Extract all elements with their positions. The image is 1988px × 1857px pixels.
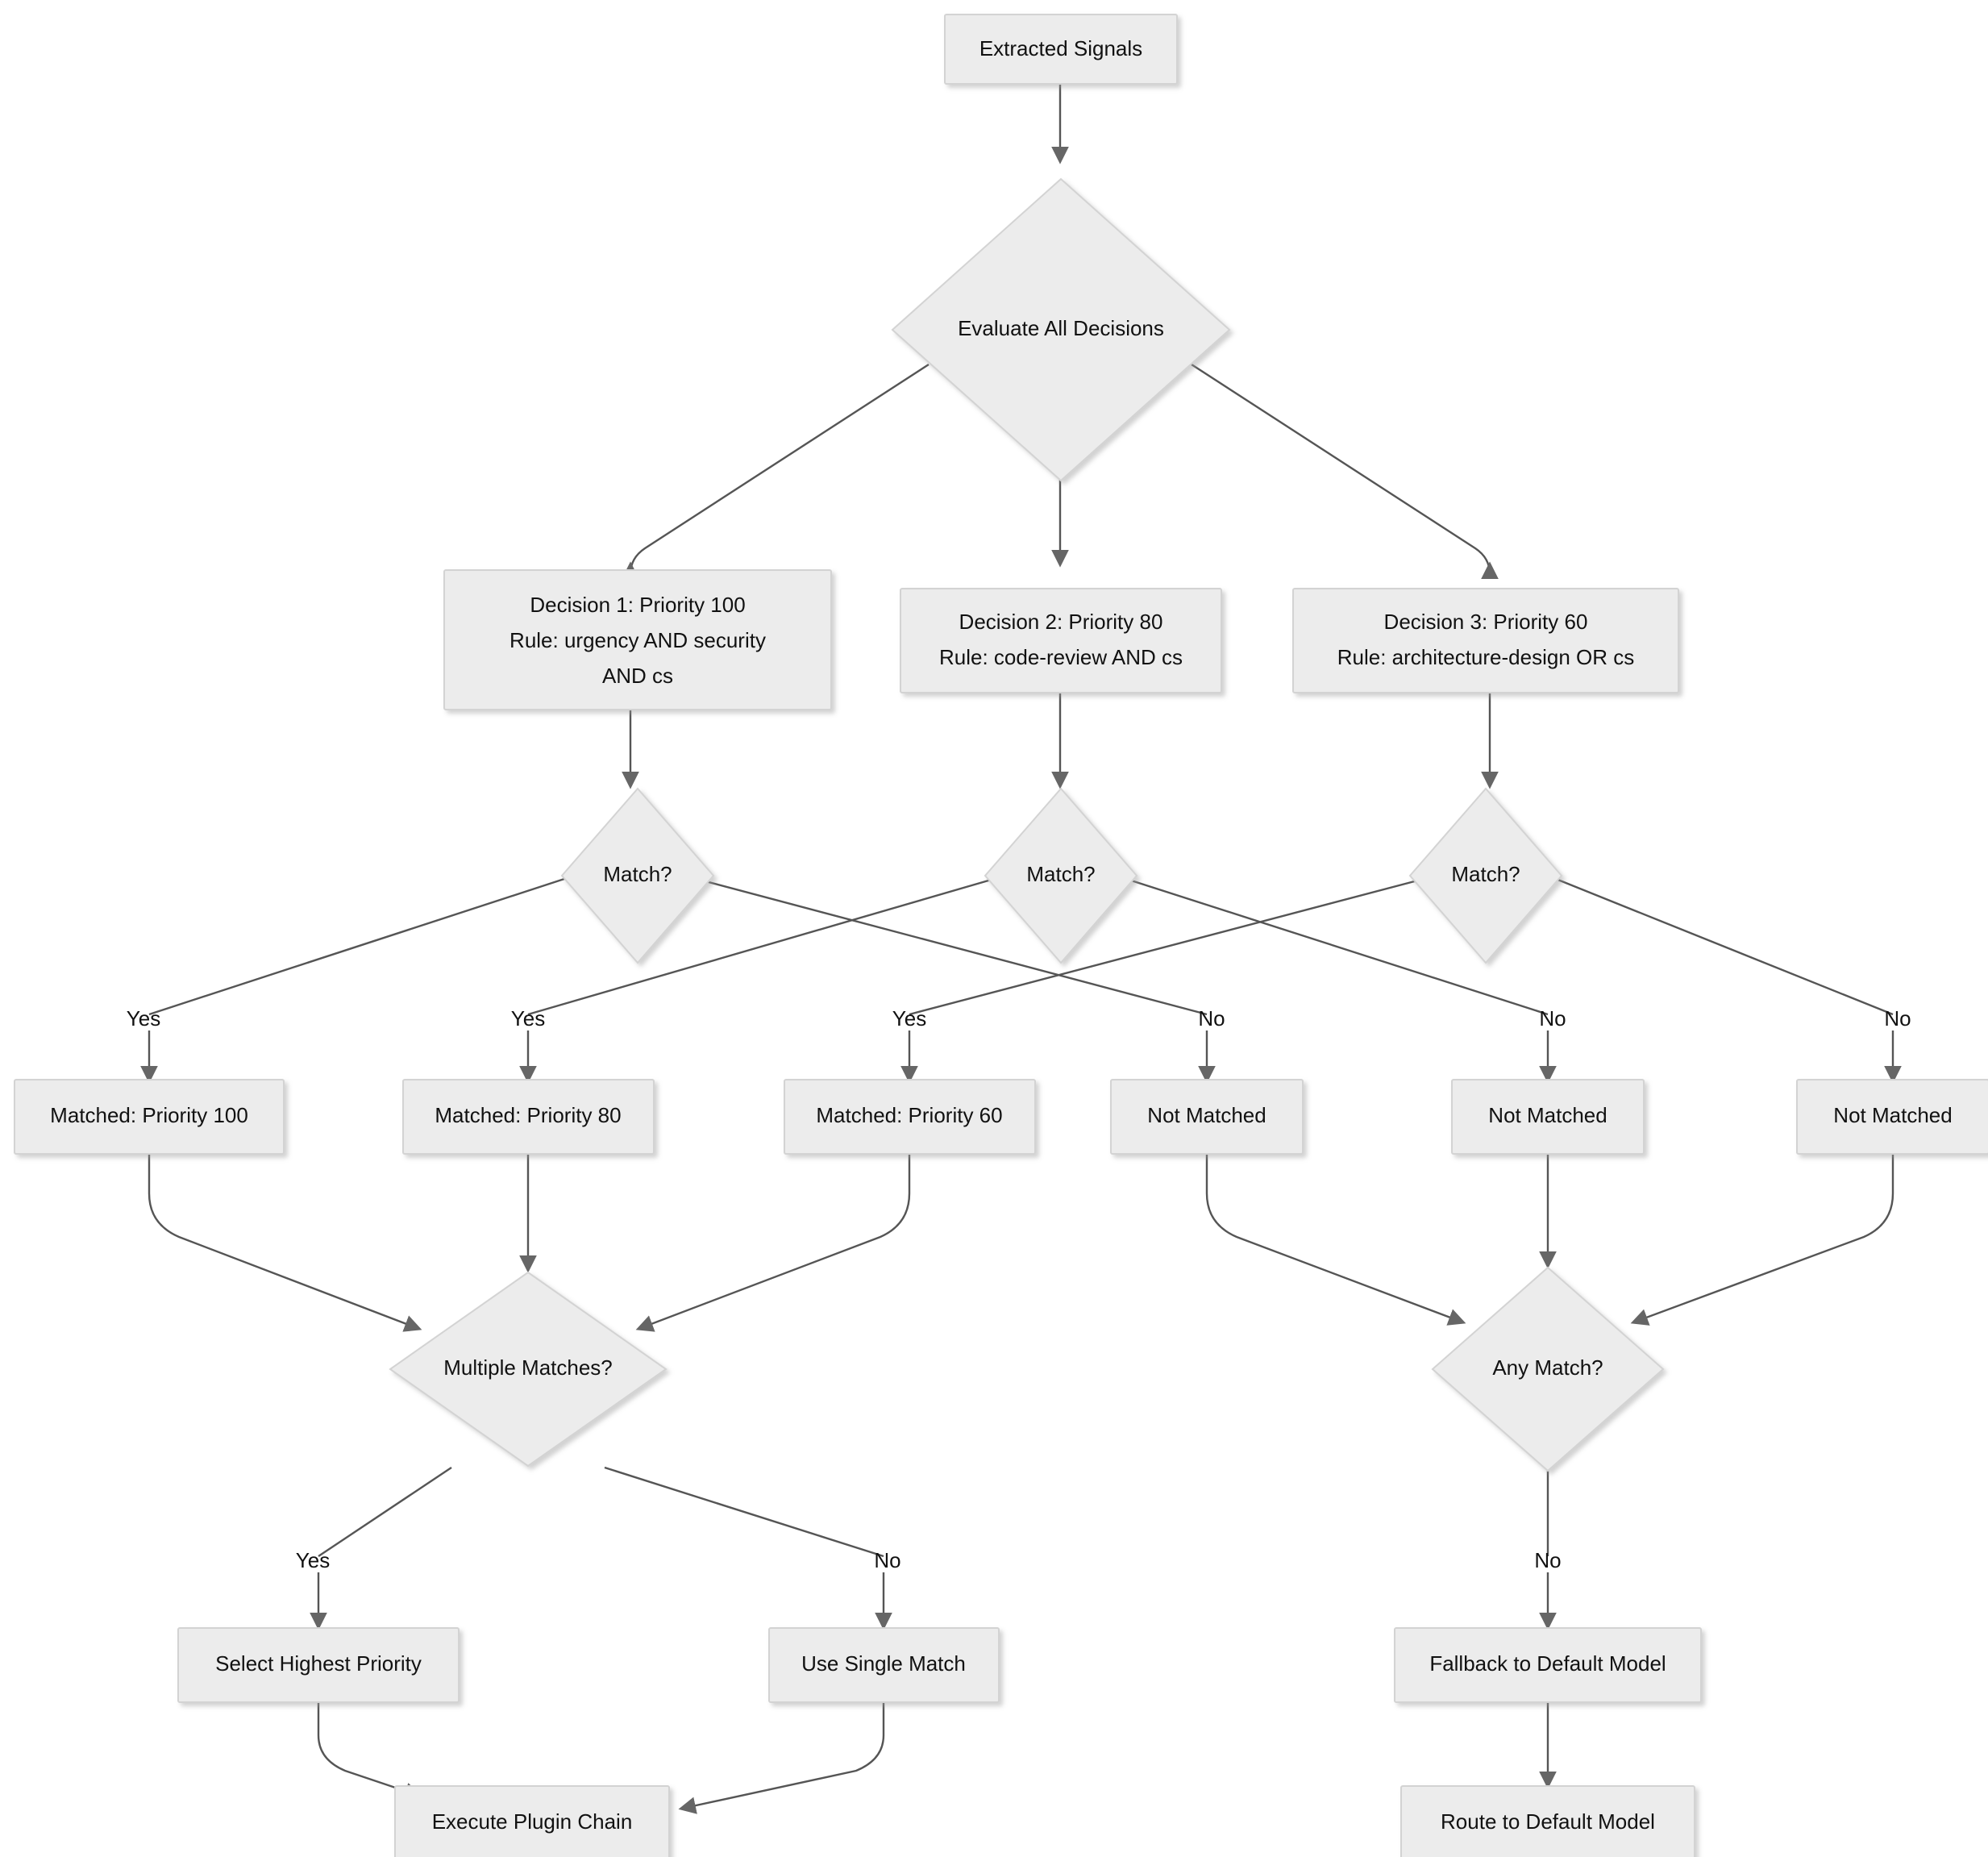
node-matched-priority-80[interactable]: Matched: Priority 80 (402, 1079, 655, 1155)
node-decision-1-line-3: AND cs (602, 664, 673, 688)
node-matched-priority-100-label: Matched: Priority 100 (50, 1103, 248, 1127)
node-match-3[interactable]: Match? (1408, 787, 1563, 964)
edge-notmatched1-to-anymatch (1205, 1153, 1466, 1326)
node-multiple-matches-label: Multiple Matches? (443, 1355, 613, 1380)
node-any-match-label: Any Match? (1492, 1355, 1603, 1380)
node-not-matched-1-label: Not Matched (1147, 1103, 1266, 1127)
node-not-matched-2[interactable]: Not Matched (1451, 1079, 1645, 1155)
edge-label-multiple-no: No (874, 1548, 900, 1572)
node-multiple-matches[interactable]: Multiple Matches? (389, 1271, 668, 1468)
edge-label-match1-no: No (1198, 1006, 1225, 1031)
node-match-2-label: Match? (1026, 862, 1095, 886)
edge-usesingle-to-execute (678, 1701, 885, 1814)
edge-notmatched3-to-anymatch (1630, 1153, 1894, 1326)
edge-evaluate-to-decision3 (1191, 363, 1499, 579)
node-decision-3-line-2: Rule: architecture-design OR cs (1337, 645, 1634, 669)
node-not-matched-1[interactable]: Not Matched (1110, 1079, 1304, 1155)
edge-label-match3-yes: Yes (892, 1006, 926, 1031)
edge-label-match3-no: No (1884, 1006, 1911, 1031)
node-decision-2[interactable]: Decision 2: Priority 80 Rule: code-revie… (900, 588, 1222, 693)
node-not-matched-3-label: Not Matched (1833, 1103, 1952, 1127)
node-matched-priority-60-label: Matched: Priority 60 (816, 1103, 1002, 1127)
edge-multiple-no (604, 1466, 884, 1558)
node-execute-plugin-chain-label: Execute Plugin Chain (432, 1809, 633, 1834)
node-match-1[interactable]: Match? (560, 787, 715, 964)
node-route-to-default-model[interactable]: Route to Default Model (1400, 1785, 1695, 1857)
node-not-matched-2-label: Not Matched (1488, 1103, 1607, 1127)
edge-matched60-to-multiple (635, 1153, 911, 1332)
edge-match2-no (1125, 877, 1549, 1016)
node-decision-1[interactable]: Decision 1: Priority 100 Rule: urgency A… (443, 569, 832, 710)
node-use-single-match[interactable]: Use Single Match (768, 1627, 1000, 1703)
edge-match2-yes (527, 877, 995, 1016)
edge-label-anymatch-no: No (1534, 1548, 1561, 1572)
node-fallback-to-default-model-label: Fallback to Default Model (1429, 1651, 1666, 1676)
node-match-2[interactable]: Match? (984, 787, 1138, 964)
node-fallback-to-default-model[interactable]: Fallback to Default Model (1394, 1627, 1702, 1703)
edge-evaluate-to-decision1 (622, 363, 930, 579)
edge-matched100-to-multiple (148, 1153, 422, 1332)
edge-match3-no (1555, 877, 1894, 1016)
node-select-highest-priority-label: Select Highest Priority (215, 1651, 422, 1676)
edge-label-multiple-yes: Yes (296, 1548, 330, 1572)
edge-label-match2-no: No (1539, 1006, 1566, 1031)
edge-multiple-yes (318, 1467, 452, 1557)
edge-match1-no (696, 877, 1208, 1016)
node-decision-3-line-1: Decision 3: Priority 60 (1384, 610, 1588, 634)
node-matched-priority-100[interactable]: Matched: Priority 100 (14, 1079, 285, 1155)
node-match-3-label: Match? (1451, 862, 1520, 886)
node-select-highest-priority[interactable]: Select Highest Priority (177, 1627, 460, 1703)
node-not-matched-3[interactable]: Not Matched (1796, 1079, 1988, 1155)
edge-match1-yes (148, 877, 565, 1016)
node-decision-1-line-2: Rule: urgency AND security (509, 628, 766, 652)
edge-match3-yes (909, 877, 1424, 1016)
node-any-match[interactable]: Any Match? (1431, 1266, 1665, 1472)
edge-label-match1-yes: Yes (127, 1006, 160, 1031)
edge-selecthighest-to-execute (317, 1701, 422, 1800)
node-evaluate-all-decisions[interactable]: Evaluate All Decisions (891, 177, 1231, 482)
node-evaluate-all-decisions-label: Evaluate All Decisions (958, 316, 1164, 340)
edge-label-match2-yes: Yes (511, 1006, 545, 1031)
node-matched-priority-60[interactable]: Matched: Priority 60 (784, 1079, 1036, 1155)
node-extracted-signals-label: Extracted Signals (979, 36, 1142, 60)
node-decision-3[interactable]: Decision 3: Priority 60 Rule: architectu… (1292, 588, 1679, 693)
node-route-to-default-model-label: Route to Default Model (1441, 1809, 1655, 1834)
node-extracted-signals[interactable]: Extracted Signals (944, 14, 1178, 85)
node-execute-plugin-chain[interactable]: Execute Plugin Chain (394, 1785, 670, 1857)
node-decision-2-line-1: Decision 2: Priority 80 (959, 610, 1163, 634)
node-matched-priority-80-label: Matched: Priority 80 (435, 1103, 621, 1127)
node-use-single-match-label: Use Single Match (801, 1651, 966, 1676)
node-decision-2-line-2: Rule: code-review AND cs (939, 645, 1183, 669)
node-match-1-label: Match? (603, 862, 672, 886)
node-decision-1-line-1: Decision 1: Priority 100 (530, 593, 745, 617)
